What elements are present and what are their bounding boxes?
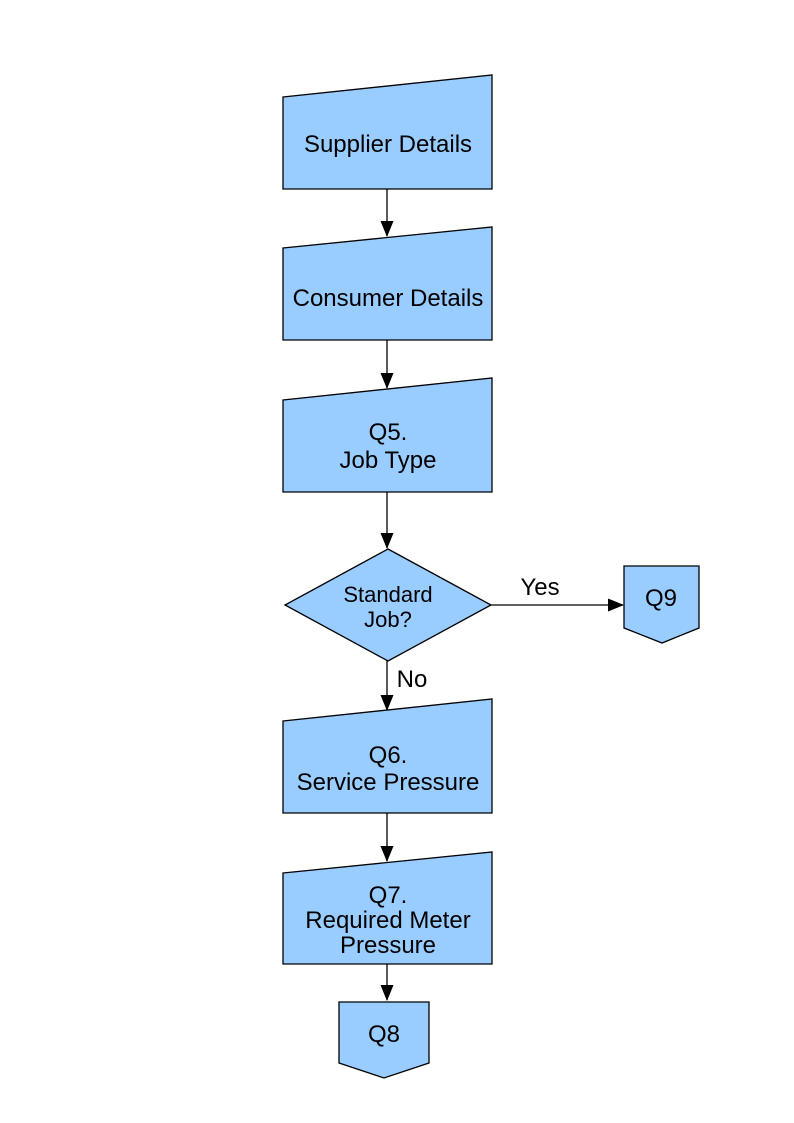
q6-label-line-1: Q6. <box>369 742 408 769</box>
node-q8-connector: Q8 <box>338 1001 430 1079</box>
node-standard-job-decision: Standard Job? <box>283 548 493 662</box>
q6-label-line-2: Service Pressure <box>297 769 480 796</box>
node-q6-service-pressure: Q6. Service Pressure <box>282 698 493 814</box>
standard-job-diamond-shape <box>283 548 493 662</box>
q7-label-line-3: Pressure <box>340 932 436 959</box>
standard-job-label-line-2: Job? <box>364 607 412 632</box>
q5-label-line-2: Job Type <box>340 447 437 474</box>
q5-job-type-shape <box>282 377 493 493</box>
q8-connector-shape <box>338 1001 430 1079</box>
q5-label-line-1: Q5. <box>369 419 408 446</box>
q7-label-line-1: Q7. <box>369 882 408 909</box>
q7-required-meter-pressure-shape <box>282 851 493 965</box>
node-consumer-details: Consumer Details <box>282 226 493 341</box>
edge-label-no: No <box>397 666 428 693</box>
node-q9-connector: Q9 <box>623 565 700 644</box>
supplier-details-label: Supplier Details <box>304 131 472 158</box>
q8-label: Q8 <box>368 1021 400 1048</box>
node-q5-job-type: Q5. Job Type <box>282 377 493 493</box>
q7-label-line-2: Required Meter <box>305 907 470 934</box>
q9-label: Q9 <box>645 585 677 612</box>
supplier-details-shape <box>282 74 493 190</box>
standard-job-label-line-1: Standard <box>343 582 432 607</box>
edge-label-yes: Yes <box>520 574 559 601</box>
node-q7-required-meter-pressure: Q7. Required Meter Pressure <box>282 851 493 965</box>
node-supplier-details: Supplier Details <box>282 74 493 190</box>
connectors <box>380 189 624 1001</box>
q9-connector-shape <box>623 565 700 644</box>
q6-service-pressure-shape <box>282 698 493 814</box>
consumer-details-label: Consumer Details <box>293 285 484 312</box>
consumer-details-shape <box>282 226 493 341</box>
